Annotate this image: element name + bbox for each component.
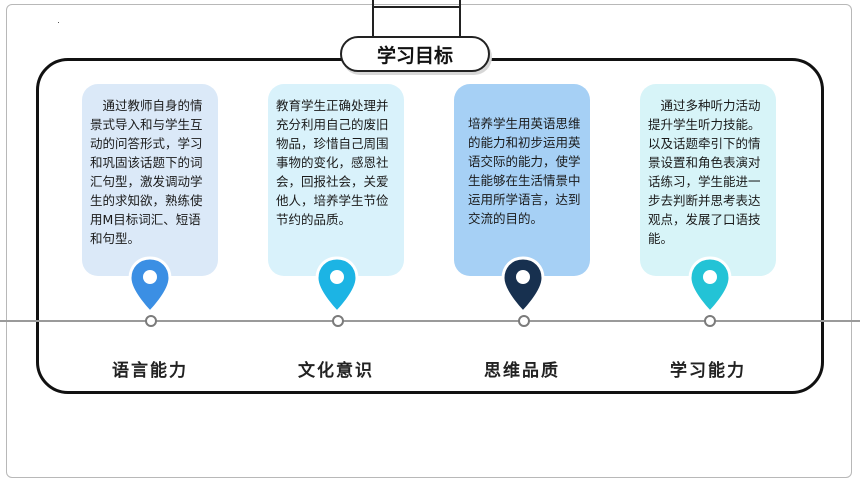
timeline-dot (145, 315, 157, 327)
map-pin-icon (688, 256, 732, 314)
label-language-ability: 语言能力 (112, 361, 188, 381)
objective-text-learning: 通过多种听力活动提升学生听力技能。以及话题牵引下的情景设置和角色表演对话练习，学… (648, 98, 761, 246)
title-hanger-right (459, 0, 461, 38)
timeline-dot (518, 315, 530, 327)
label-cultural-awareness: 文化意识 (298, 361, 374, 381)
decorative-dot (58, 22, 59, 23)
objective-text-culture: 教育学生正确处理并充分利用自己的废旧物品，珍惜自己周围事物的变化，感恩社会，回报… (276, 98, 389, 227)
objective-text-thinking: 培养学生用英语思维的能力和初步运用英语交际的能力，使学生能够在生活情景中运用所学… (468, 116, 581, 226)
title-hanger-left (372, 0, 374, 38)
map-pin-icon (315, 256, 359, 314)
objective-card-thinking: 培养学生用英语思维的能力和初步运用英语交际的能力，使学生能够在生活情景中运用所学… (454, 84, 590, 276)
label-learning-ability: 学习能力 (670, 361, 746, 381)
timeline-axis (0, 320, 860, 322)
slide-frame (6, 4, 852, 478)
timeline-dot (704, 315, 716, 327)
page-title: 学习目标 (340, 36, 490, 72)
objective-card-language: 通过教师自身的情景式导入和与学生互动的问答形式，学习和巩固该话题下的词汇句型，激… (82, 84, 218, 276)
map-pin-icon (501, 256, 545, 314)
objective-card-learning: 通过多种听力活动提升学生听力技能。以及话题牵引下的情景设置和角色表演对话练习，学… (640, 84, 776, 276)
timeline-dot (332, 315, 344, 327)
objective-text-language: 通过教师自身的情景式导入和与学生互动的问答形式，学习和巩固该话题下的词汇句型，激… (90, 98, 203, 246)
map-pin-icon (128, 256, 172, 314)
objective-card-culture: 教育学生正确处理并充分利用自己的废旧物品，珍惜自己周围事物的变化，感恩社会，回报… (268, 84, 404, 276)
title-hanger-bar (373, 6, 461, 8)
label-thinking-quality: 思维品质 (484, 361, 560, 381)
